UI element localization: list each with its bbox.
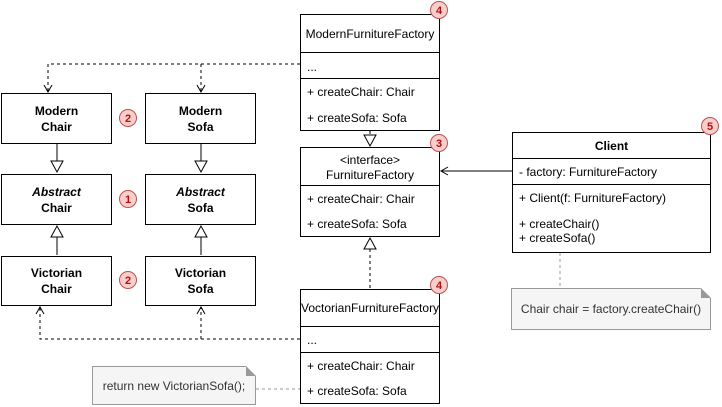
modern-factory-method-1: + createSofa: Sofa <box>307 111 407 125</box>
client-title: Client <box>594 139 629 153</box>
furniture-factory-interface[interactable]: <interface> FurnitureFactory + createCha… <box>300 147 440 237</box>
interface-method-1: + createSofa: Sofa <box>307 217 407 231</box>
badge-client: 5 <box>701 117 719 135</box>
badge-abstract-products: 1 <box>119 190 137 208</box>
interface-method-0: + createChair: Chair <box>307 192 415 206</box>
modern-factory-title: ModernFurnitureFactory <box>305 27 435 41</box>
victorian-sofa-line2: Sofa <box>187 282 214 296</box>
modern-factory-fields: ... <box>307 60 318 74</box>
modern-sofa-line2: Sofa <box>187 119 214 134</box>
modern-factory-class[interactable]: ModernFurnitureFactory ... + createChair… <box>300 14 440 131</box>
client-method-1: + createChair() <box>519 217 600 231</box>
client-code-note: Chair chair = factory.createChair() <box>511 288 711 330</box>
client-code-note-text: Chair chair = factory.createChair() <box>520 302 702 316</box>
modern-chair-line1: Modern <box>34 103 79 118</box>
badge-victorian-factory: 4 <box>430 276 448 294</box>
modern-sofa-line1: Modern <box>178 103 223 118</box>
modern-factory-method-0: + createChair: Chair <box>307 85 415 99</box>
abstract-chair-line2: Chair <box>41 200 72 215</box>
abstract-chair-line1: Abstract <box>32 184 81 199</box>
victorian-chair-line2: Chair <box>41 282 72 296</box>
victorian-factory-title: VoctorianFurnitureFactory <box>301 301 440 315</box>
victorian-factory-class[interactable]: VoctorianFurnitureFactory ... + createCh… <box>300 289 440 404</box>
victorian-factory-fields: ... <box>307 333 318 347</box>
client-field-0: - factory: FurnitureFactory <box>519 165 658 179</box>
victorian-sofa-line1: Victorian <box>174 266 227 280</box>
client-method-2: + createSofa() <box>519 231 596 245</box>
badge-interface-factory: 3 <box>430 134 448 152</box>
victorian-factory-method-0: + createChair: Chair <box>307 359 415 373</box>
victorian-code-note: return new VictorianSofa(); <box>92 366 256 405</box>
dependency-victorian-factory-chair <box>35 305 300 340</box>
victorian-chair-line1: Victorian <box>30 266 83 280</box>
dependency-modern-factory-chair <box>43 63 300 94</box>
abstract-sofa-line1: Abstract <box>176 184 225 199</box>
modern-chair-line2: Chair <box>41 119 72 134</box>
victorian-factory-method-1: + createSofa: Sofa <box>307 384 407 398</box>
victorian-code-note-text: return new VictorianSofa(); <box>102 378 246 393</box>
interface-title: FurnitureFactory <box>325 168 415 182</box>
badge-victorian-products: 2 <box>119 271 137 289</box>
badge-modern-products: 2 <box>119 109 137 127</box>
client-method-0: + Client(f: FurnitureFactory) <box>519 191 667 205</box>
client-class[interactable]: Client - factory: FurnitureFactory + Cli… <box>512 132 711 253</box>
abstract-sofa-line2: Sofa <box>187 200 214 215</box>
badge-modern-factory: 4 <box>430 1 448 19</box>
interface-stereotype: <interface> <box>339 153 401 167</box>
